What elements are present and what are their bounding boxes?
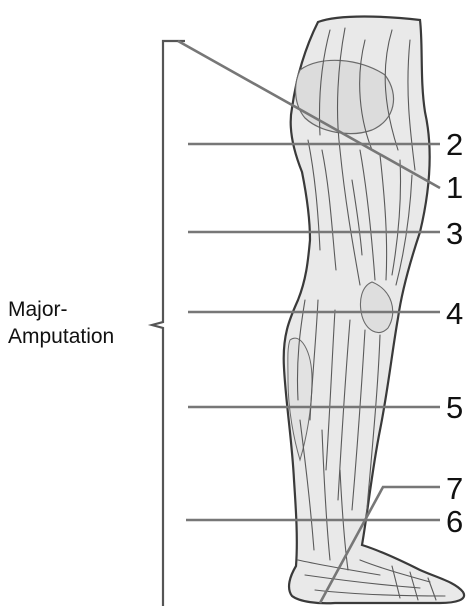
major-amputation-bracket [152, 41, 185, 606]
level-label-7: 7 [446, 471, 463, 506]
hip-region [296, 60, 394, 133]
level-label-1: 1 [446, 170, 463, 205]
level-label-6: 6 [446, 504, 463, 539]
bracket-label-line2: Amputation [8, 325, 114, 348]
bracket-label-line1: Major- [8, 298, 68, 321]
level-label-5: 5 [446, 390, 463, 425]
level-label-3: 3 [446, 216, 463, 251]
level-label-4: 4 [446, 296, 463, 331]
leg-illustration [284, 17, 464, 604]
level-label-2: 2 [446, 127, 463, 162]
